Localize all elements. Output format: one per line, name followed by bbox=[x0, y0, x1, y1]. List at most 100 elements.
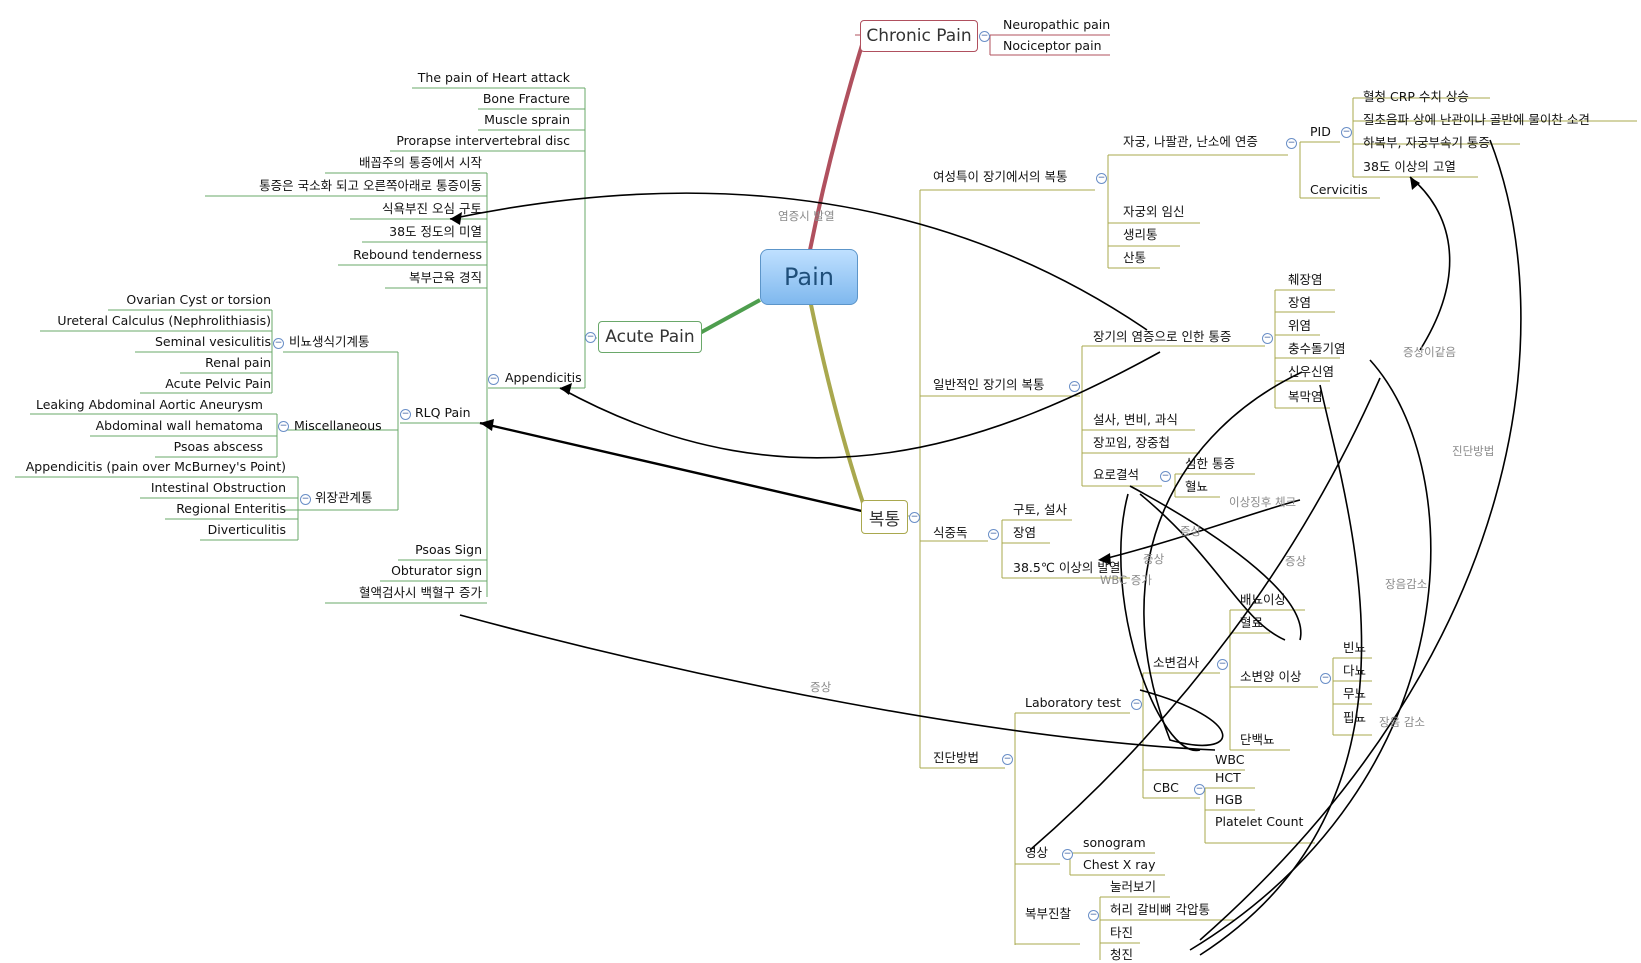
inflam-item: 신우신염 bbox=[1288, 364, 1335, 379]
general-item: 장꼬임, 장중첩 bbox=[1093, 435, 1170, 450]
collapse-toggle-icon[interactable]: − bbox=[1002, 754, 1013, 765]
urine-abn-item: 빈뇨 bbox=[1343, 640, 1367, 655]
acute-pain-node[interactable]: Acute Pain bbox=[598, 321, 702, 353]
collapse-toggle-icon[interactable]: − bbox=[988, 529, 999, 540]
collapse-toggle-icon[interactable]: − bbox=[1341, 127, 1352, 138]
collapse-toggle-icon[interactable]: − bbox=[400, 409, 411, 420]
urine-abn-item: 핍뇨 bbox=[1343, 710, 1367, 725]
appendicitis-item: 식욕부진 오심 구토 bbox=[382, 201, 482, 216]
inflam-item: 장염 bbox=[1288, 295, 1312, 310]
food-poisoning-node[interactable]: 식중독 bbox=[933, 525, 968, 540]
chronic-connectors bbox=[855, 34, 1110, 56]
rlq-item: Seminal vesiculitis bbox=[154, 334, 271, 349]
appendicitis-item: 복부근육 경직 bbox=[409, 270, 482, 285]
urine-item: 배뇨이상 bbox=[1240, 592, 1287, 607]
collapse-toggle-icon[interactable]: − bbox=[585, 332, 596, 343]
urine-test-node[interactable]: 소변검사 bbox=[1153, 655, 1200, 670]
cbc-node[interactable]: CBC bbox=[1153, 780, 1179, 795]
abdominal-pain-node[interactable]: 복통 bbox=[861, 500, 908, 534]
collapse-toggle-icon[interactable]: − bbox=[1262, 333, 1273, 344]
rlq-item: Acute Pelvic Pain bbox=[165, 376, 271, 391]
imaging-item: sonogram bbox=[1083, 835, 1146, 850]
general-item: 설사, 변비, 과식 bbox=[1093, 412, 1178, 427]
root-node-pain[interactable]: Pain bbox=[760, 249, 858, 305]
food-item: 장염 bbox=[1013, 525, 1037, 540]
female-organ-node[interactable]: 여성특이 장기에서의 복통 bbox=[933, 169, 1068, 184]
urolithiasis-node[interactable]: 요로결석 bbox=[1093, 467, 1140, 482]
female-sub-node[interactable]: 자궁, 나팔관, 난소에 연증 bbox=[1123, 134, 1258, 149]
pid-item: 질초음파 상에 난관이나 골반에 물이찬 소견 bbox=[1363, 112, 1590, 127]
imaging-item: Chest X ray bbox=[1083, 857, 1156, 872]
wbc-node: WBC bbox=[1215, 752, 1245, 767]
arrowheads bbox=[450, 177, 1420, 565]
collapse-toggle-icon[interactable]: − bbox=[1194, 784, 1205, 795]
food-item: 38.5℃ 이상의 발열 bbox=[1013, 560, 1121, 575]
appendicitis-item: 배꼽주의 통증에서 시작 bbox=[359, 155, 482, 170]
general-organ-node[interactable]: 일반적인 장기의 복통 bbox=[933, 377, 1045, 392]
collapse-toggle-icon[interactable]: − bbox=[273, 338, 284, 349]
collapse-toggle-icon[interactable]: − bbox=[278, 421, 289, 432]
cbc-item: HCT bbox=[1215, 770, 1241, 785]
link-annotation: 장음감소 bbox=[1385, 577, 1428, 591]
rlq-item: Leaking Abdominal Aortic Aneurysm bbox=[35, 397, 263, 412]
collapse-toggle-icon[interactable]: − bbox=[1062, 849, 1073, 860]
stone-item: 심한 통증 bbox=[1185, 456, 1235, 471]
group-genitourinary[interactable]: 비뇨생식기계통 bbox=[289, 334, 370, 349]
rlq-item: Abdominal wall hematoma bbox=[95, 418, 263, 433]
appendicitis-item: 통증은 국소화 되고 오른쪽아래로 통증이동 bbox=[259, 178, 482, 193]
appendicitis-sign: Obturator sign bbox=[391, 563, 482, 578]
appendicitis-sign: 혈액검사시 백혈구 증가 bbox=[359, 585, 482, 600]
inflam-item: 충수돌기염 bbox=[1288, 341, 1346, 356]
main-branches bbox=[697, 34, 868, 513]
acute-item: Bone Fracture bbox=[482, 91, 570, 106]
collapse-toggle-icon[interactable]: − bbox=[1131, 699, 1142, 710]
diagnosis-node[interactable]: 진단방법 bbox=[933, 750, 980, 765]
cross-links bbox=[449, 139, 1522, 956]
appendicitis-node[interactable]: Appendicitis bbox=[505, 370, 582, 385]
urine-abnormal-node[interactable]: 소변양 이상 bbox=[1240, 669, 1302, 684]
rlq-pain-node[interactable]: RLQ Pain bbox=[415, 405, 471, 420]
food-item: 구토, 설사 bbox=[1013, 502, 1067, 517]
collapse-toggle-icon[interactable]: − bbox=[488, 374, 499, 385]
collapse-toggle-icon[interactable]: − bbox=[1286, 138, 1297, 149]
urine-item: 혈료 bbox=[1240, 615, 1264, 630]
rlq-item: Regional Enteritis bbox=[176, 501, 286, 516]
lab-test-node[interactable]: Laboratory test bbox=[1025, 695, 1122, 710]
collapse-toggle-icon[interactable]: − bbox=[1217, 659, 1228, 670]
collapse-toggle-icon[interactable]: − bbox=[1096, 173, 1107, 184]
abdominal-exam-node[interactable]: 복부진찰 bbox=[1025, 906, 1072, 921]
chronic-pain-node[interactable]: Chronic Pain bbox=[860, 20, 978, 52]
group-miscellaneous[interactable]: Miscellaneous bbox=[294, 418, 382, 433]
acute-item: Muscle sprain bbox=[484, 112, 570, 127]
collapse-toggle-icon[interactable]: − bbox=[909, 512, 920, 523]
exam-item: 청진 bbox=[1110, 947, 1134, 962]
collapse-toggle-icon[interactable]: − bbox=[300, 494, 311, 505]
inflam-item: 복막염 bbox=[1288, 389, 1323, 404]
link-annotation: 증상 bbox=[1285, 554, 1307, 568]
female-item: 자궁외 임신 bbox=[1123, 204, 1185, 219]
collapse-toggle-icon[interactable]: − bbox=[1320, 673, 1331, 684]
cbc-item: HGB bbox=[1215, 792, 1243, 807]
link-annotation: WBC 증가 bbox=[1100, 573, 1152, 587]
inflammation-node[interactable]: 장기의 염증으로 인한 통증 bbox=[1093, 329, 1232, 344]
collapse-toggle-icon[interactable]: − bbox=[979, 31, 990, 42]
rlq-item: Diverticulitis bbox=[207, 522, 286, 537]
appendicitis-sign: Psoas Sign bbox=[415, 542, 482, 557]
collapse-toggle-icon[interactable]: − bbox=[1160, 471, 1171, 482]
pid-node[interactable]: PID bbox=[1310, 124, 1331, 139]
collapse-toggle-icon[interactable]: − bbox=[1069, 381, 1080, 392]
group-gastrointestinal[interactable]: 위장관계통 bbox=[315, 490, 373, 505]
acute-item: Prorapse intervertebral disc bbox=[396, 133, 570, 148]
urine-abn-item: 다뇨 bbox=[1343, 663, 1367, 678]
collapse-toggle-icon[interactable]: − bbox=[1088, 910, 1099, 921]
cervicitis-node: Cervicitis bbox=[1310, 182, 1368, 197]
link-annotation: 장음 감소 bbox=[1379, 715, 1425, 729]
stone-item: 혈뇨 bbox=[1185, 479, 1209, 494]
acute-item: The pain of Heart attack bbox=[417, 70, 570, 85]
pid-item: 혈청 CRP 수치 상승 bbox=[1363, 89, 1469, 104]
exam-item: 타진 bbox=[1110, 925, 1134, 940]
exam-item: 눌러보기 bbox=[1110, 879, 1157, 894]
imaging-node[interactable]: 영상 bbox=[1025, 845, 1049, 860]
link-annotation: 진단방법 bbox=[1452, 444, 1495, 458]
